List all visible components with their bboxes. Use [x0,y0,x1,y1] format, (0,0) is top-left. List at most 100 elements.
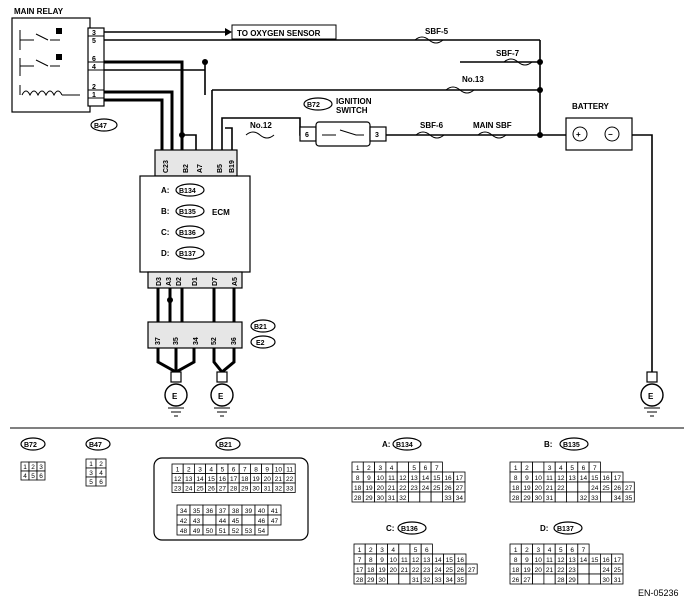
b137-pin-2: 2 [525,547,529,554]
fuses: SBF-5 SBF-7 No.13 No.12 SBF-6 MAIN SBF [245,27,533,139]
legend-b135-name: B135 [563,442,580,449]
b134-pin-4: 4 [390,465,394,472]
ecm-conn-c-prefix: C: [161,228,169,237]
b134-pin-2: 2 [367,465,371,472]
b136-pin-20: 20 [390,567,398,574]
b136-pin-23: 23 [423,567,431,574]
b135-pin-25: 25 [602,485,610,492]
b136-pin-10: 10 [390,557,398,564]
b21-pin-41: 41 [271,508,279,515]
b137-pin-20: 20 [535,567,543,574]
ground-mid-label: E [218,392,224,401]
b72-pin-4: 4 [23,473,27,480]
b21-pin-27: 27 [219,486,227,493]
b21-pin-26: 26 [208,486,216,493]
ecm-conn-b-name: B135 [179,209,196,216]
ecm-pin-d7: D7 [212,277,219,286]
b72-pin-6: 6 [39,473,43,480]
b47-pin-2: 2 [99,461,103,468]
ignition-connector-label: B72 [307,102,320,109]
b21-cell [267,514,282,526]
b134-pin-14: 14 [422,475,430,482]
b47-pin-5: 5 [89,479,93,486]
b21-pin-52: 52 [232,528,240,535]
legend-b21-name: B21 [219,442,232,449]
b135-cell [577,481,590,493]
b135-pin-22: 22 [557,485,565,492]
b137-pin-30: 30 [602,577,610,584]
b134-pin-18: 18 [354,485,362,492]
joint-pin-37: 37 [155,337,162,345]
b21-pin-9: 9 [265,467,269,474]
b21-pin-38: 38 [232,508,240,515]
b137-pin-18: 18 [512,567,520,574]
ecm-conn-b-prefix: B: [161,207,169,216]
b21-cell [283,482,296,493]
joint-conn-e2: E2 [256,340,265,347]
ground-mid: E [210,371,234,417]
b136-pin-30: 30 [378,577,386,584]
b134-pin-5: 5 [412,465,416,472]
b21-pin-17: 17 [230,476,238,483]
b134-pin-27: 27 [456,485,464,492]
b136-cell [454,573,467,585]
b21-pin-3: 3 [198,467,202,474]
relay-pin-3: 3 [92,30,96,37]
b21-pin-47: 47 [271,518,279,525]
b137-pin-13: 13 [569,557,577,564]
ignition-label-1: IGNITION [336,97,372,106]
ecm-conn-d-prefix: D: [161,249,169,258]
b134-cell [453,491,466,503]
ecm-pin-d1: D1 [192,277,199,286]
b134-pin-29: 29 [365,495,373,502]
b21-pin-54: 54 [258,528,266,535]
b136-pin-4: 4 [391,547,395,554]
b137-cell [611,573,624,585]
b21-pin-24: 24 [185,486,193,493]
b137-cell [577,563,590,575]
b134-pin-25: 25 [433,485,441,492]
b134-pin-6: 6 [424,465,428,472]
b47-cell [95,476,107,487]
b135-pin-21: 21 [546,485,554,492]
ground-right: E [640,371,664,417]
oxygen-sensor-label: TO OXYGEN SENSOR [237,29,321,38]
b135-cell [566,491,579,503]
b21-pin-34: 34 [180,508,188,515]
no13-symbol [445,86,475,94]
b137-pin-6: 6 [570,547,574,554]
b134-cell [408,491,421,503]
b137-pin-22: 22 [557,567,565,574]
fuse-no12-label: No.12 [250,121,272,130]
b137-pin-3: 3 [536,547,540,554]
b135-pin-14: 14 [580,475,588,482]
b135-pin-5: 5 [570,465,574,472]
ecm: C23 B2 A7 B5 B19 A: B134 B: B135 ECM C: … [139,149,251,303]
b21-pin-45: 45 [232,518,240,525]
b136-cell [465,563,478,575]
wires [104,28,653,375]
b136-pin-8: 8 [369,557,373,564]
b21-pin-53: 53 [245,528,253,535]
b137-pin-31: 31 [614,577,622,584]
b137-pin-26: 26 [512,577,520,584]
ecm-pin-a7: A7 [197,164,204,173]
ignition-label-2: SWITCH [336,106,368,115]
b136-pin-3: 3 [380,547,384,554]
b136-pin-34: 34 [446,577,454,584]
b21-pin-42: 42 [180,518,188,525]
b136-pin-33: 33 [434,577,442,584]
b134-pin-15: 15 [433,475,441,482]
b21-pin-50: 50 [206,528,214,535]
b21-pin-40: 40 [258,508,266,515]
b134-pin-22: 22 [399,485,407,492]
ecm-bottom-connector [147,271,243,289]
b134-pin-31: 31 [388,495,396,502]
b134-pin-16: 16 [444,475,452,482]
b134-pin-9: 9 [367,475,371,482]
b135-pin-28: 28 [512,495,520,502]
fuse-sbf6-label: SBF-6 [420,121,444,130]
b21-cell [254,524,269,536]
